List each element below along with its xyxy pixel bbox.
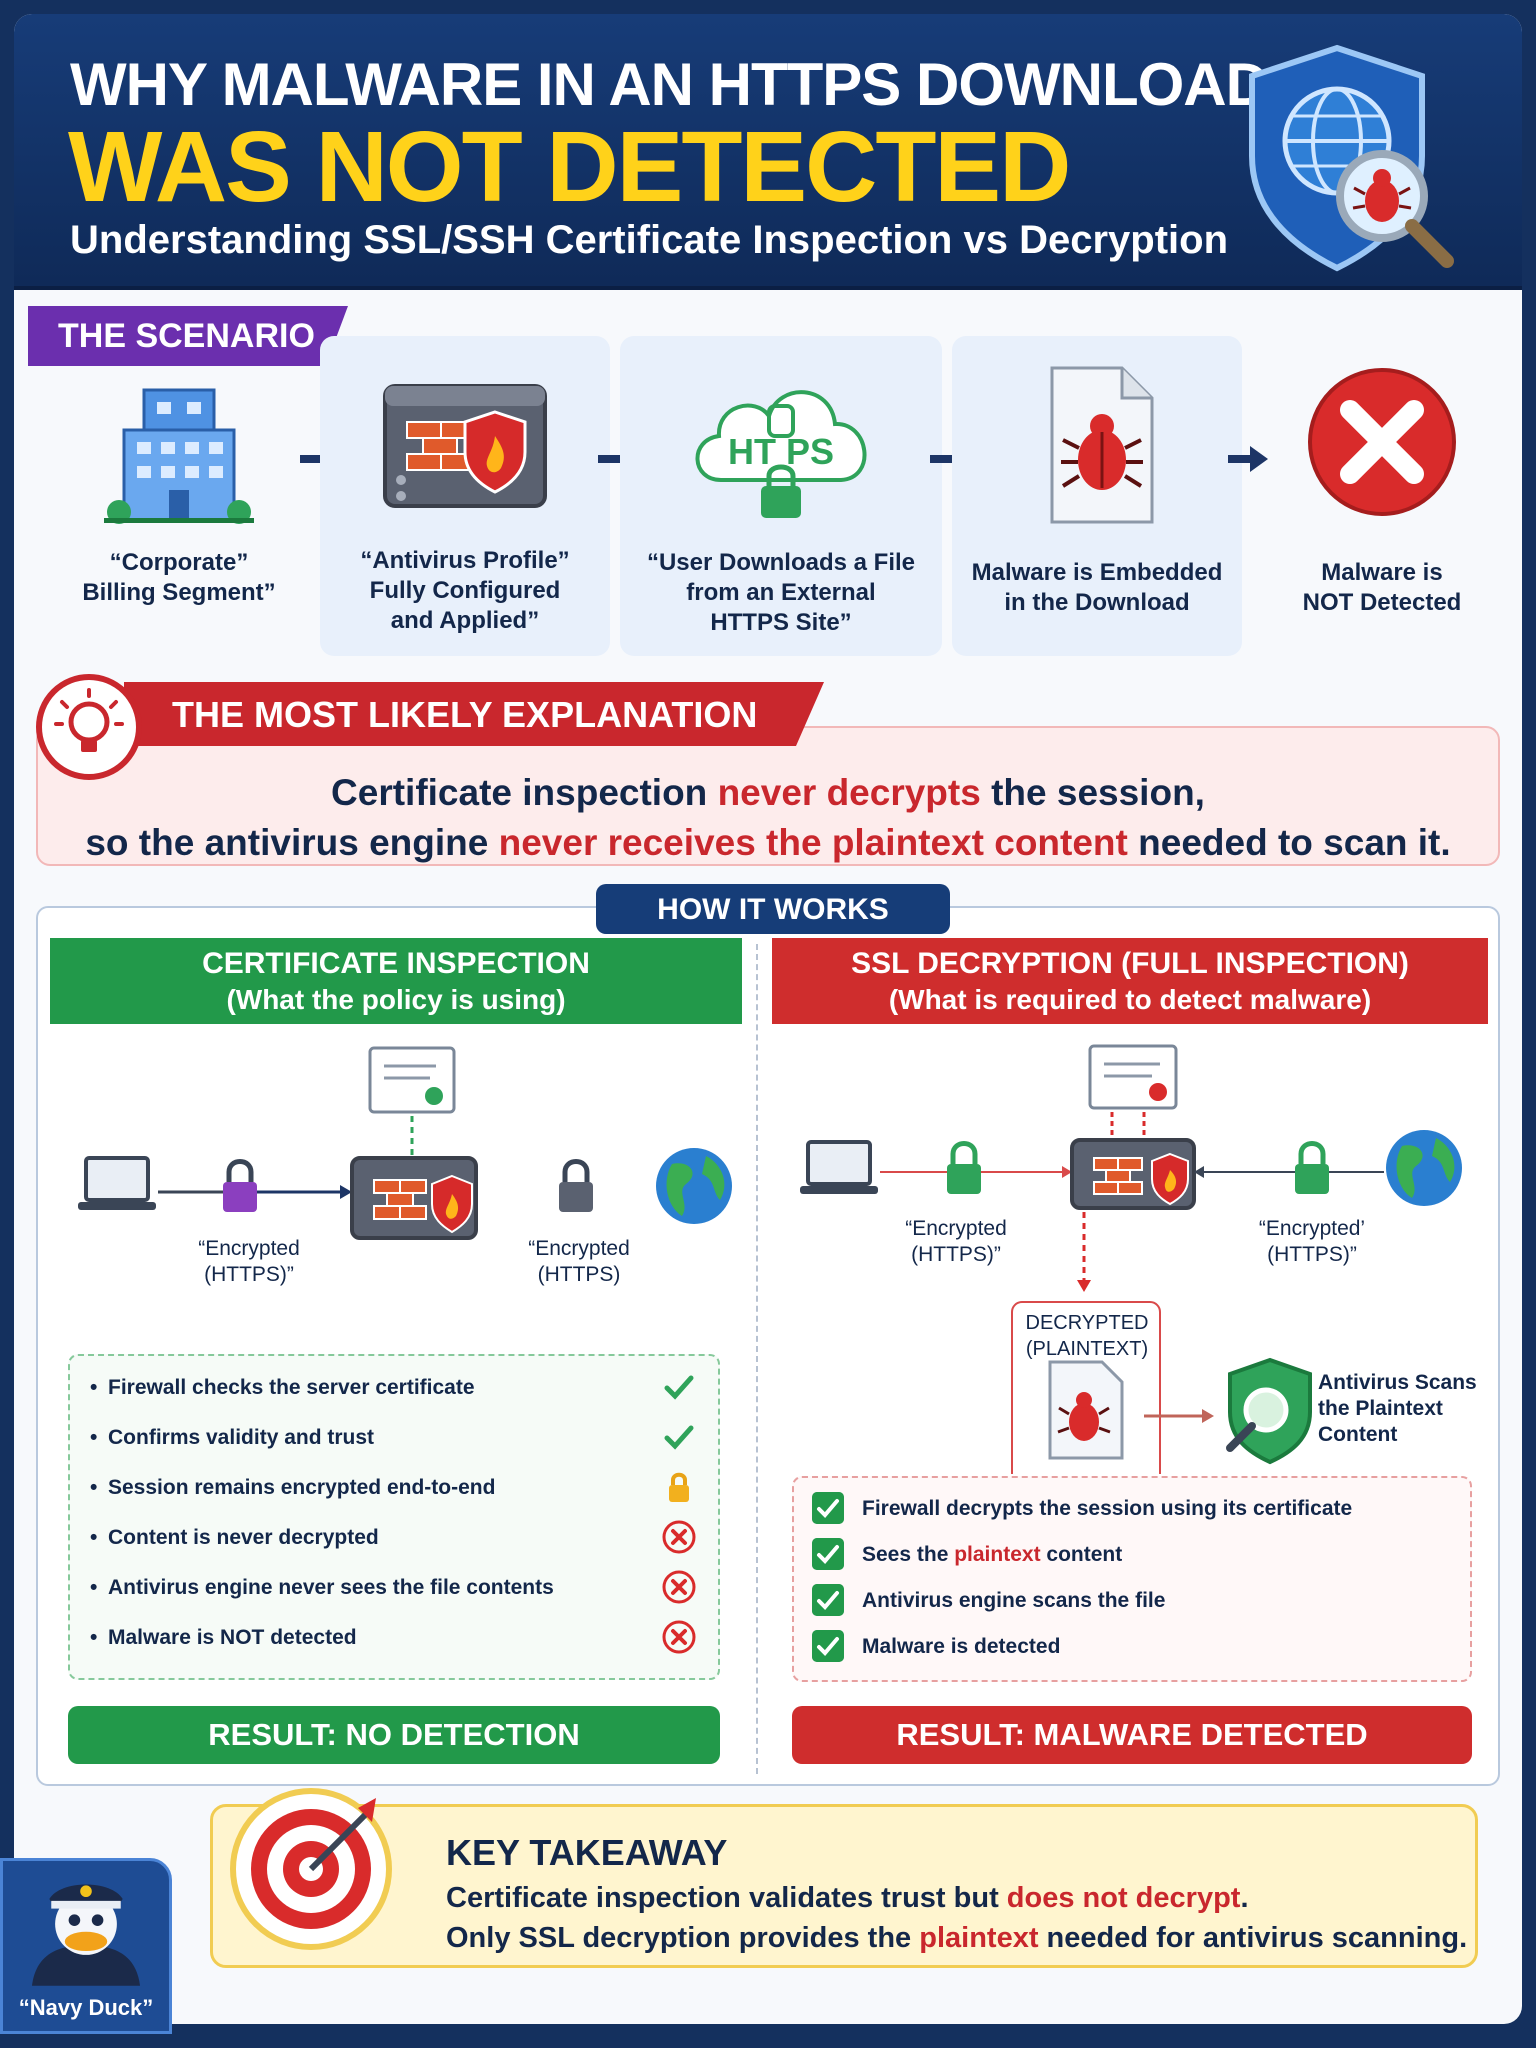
duck-mascot-icon bbox=[31, 1884, 141, 1986]
shield-magnifier-icon bbox=[1226, 1357, 1312, 1465]
ssl-decryption-list: Firewall decrypts the session using its … bbox=[792, 1476, 1472, 1682]
mascot-badge: “Navy Duck” bbox=[0, 1858, 172, 2034]
encrypted-label: “Encrypted(HTTPS)” bbox=[905, 1217, 1007, 1266]
title-line-1: WHY MALWARE IN AN HTTPS DOWNLOAD bbox=[70, 51, 1269, 118]
padlock-icon bbox=[223, 1159, 257, 1212]
explanation-box: Certificate inspection never decrypts th… bbox=[36, 726, 1500, 866]
padlock-icon bbox=[1295, 1141, 1329, 1194]
result-no-detection: RESULT: NO DETECTION bbox=[68, 1706, 720, 1764]
list-item: •Content is never decrypted bbox=[70, 1518, 718, 1558]
encrypted-label: “Encrypted(HTTPS) bbox=[528, 1237, 630, 1286]
red-x-icon bbox=[1308, 368, 1456, 516]
infographic: WHY MALWARE IN AN HTTPS DOWNLOAD WAS NOT… bbox=[14, 14, 1522, 2024]
padlock-icon bbox=[559, 1159, 593, 1212]
scenario-tag: THE SCENARIO bbox=[28, 306, 348, 366]
header: WHY MALWARE IN AN HTTPS DOWNLOAD WAS NOT… bbox=[14, 14, 1522, 290]
explanation-line-2: so the antivirus engine never receives t… bbox=[85, 822, 1451, 863]
how-it-works-tag: HOW IT WORKS bbox=[596, 884, 950, 934]
firewall-icon bbox=[1070, 1138, 1196, 1210]
ssl-decryption-header: SSL DECRYPTION (FULL INSPECTION) (What i… bbox=[772, 938, 1488, 1024]
column-title: SSL DECRYPTION (FULL INSPECTION) bbox=[851, 947, 1409, 980]
list-item: •Session remains encrypted end-to-end bbox=[70, 1468, 718, 1508]
building-icon bbox=[104, 388, 254, 524]
lightbulb-icon bbox=[36, 674, 142, 780]
list-item: Malware is detected bbox=[794, 1626, 1470, 1666]
ssl-decryption-diagram bbox=[800, 1044, 1462, 1474]
check-box-icon bbox=[812, 1538, 844, 1570]
infected-file-icon bbox=[1048, 1360, 1124, 1460]
mascot-label: “Navy Duck” bbox=[18, 1995, 154, 2020]
certificate-inspection-header: CERTIFICATE INSPECTION (What the policy … bbox=[50, 938, 742, 1024]
key-takeaway-box bbox=[210, 1804, 1478, 1968]
encrypted-label: “Encrypted’(HTTPS)” bbox=[1258, 1217, 1366, 1266]
list-item: Antivirus engine scans the file bbox=[794, 1580, 1470, 1620]
firewall-icon bbox=[350, 1156, 478, 1240]
x-circle-icon bbox=[662, 1570, 696, 1604]
lock-icon bbox=[669, 1472, 689, 1502]
list-item: •Antivirus engine never sees the file co… bbox=[70, 1568, 718, 1608]
column-subtitle: (What the policy is using) bbox=[226, 984, 566, 1015]
globe-icon bbox=[656, 1148, 732, 1224]
list-item: Sees the plaintext content bbox=[794, 1534, 1470, 1574]
check-box-icon bbox=[812, 1630, 844, 1662]
key-takeaway-title: KEY TAKEAWAY bbox=[446, 1832, 728, 1873]
decrypted-plaintext-label: DECRYPTED(PLAINTEXT) bbox=[1025, 1312, 1149, 1360]
list-item: •Confirms validity and trust bbox=[70, 1418, 718, 1458]
scenario-step-label: “Corporate”Billing Segment” bbox=[82, 549, 276, 606]
certificate-icon bbox=[368, 1046, 456, 1114]
scenario-step-building: “Corporate”Billing Segment” bbox=[54, 336, 304, 656]
check-box-icon bbox=[812, 1492, 844, 1524]
https-cloud-icon: HT PS bbox=[695, 390, 867, 518]
firewall-icon bbox=[383, 384, 547, 508]
globe-icon bbox=[1386, 1130, 1462, 1206]
list-item: Firewall decrypts the session using its … bbox=[794, 1488, 1470, 1528]
x-circle-icon bbox=[662, 1520, 696, 1554]
explanation-tag: THE MOST LIKELY EXPLANATION bbox=[124, 682, 824, 746]
key-takeaway-line-2: Only SSL decryption provides the plainte… bbox=[446, 1922, 1468, 1954]
check-box-icon bbox=[812, 1584, 844, 1616]
x-circle-icon bbox=[662, 1620, 696, 1654]
laptop-icon bbox=[78, 1156, 156, 1210]
arrow-right-icon bbox=[1228, 446, 1268, 472]
check-icon bbox=[664, 1375, 694, 1400]
check-icon bbox=[664, 1425, 694, 1450]
key-takeaway-line-1: Certificate inspection validates trust b… bbox=[446, 1882, 1249, 1914]
result-malware-detected: RESULT: MALWARE DETECTED bbox=[792, 1706, 1472, 1764]
certificate-icon bbox=[1088, 1044, 1178, 1110]
certificate-inspection-list: •Firewall checks the server certificate … bbox=[68, 1354, 720, 1680]
target-icon bbox=[230, 1788, 392, 1950]
column-divider bbox=[756, 944, 758, 1774]
list-item: •Malware is NOT detected bbox=[70, 1618, 718, 1658]
column-title: CERTIFICATE INSPECTION bbox=[202, 947, 590, 980]
column-subtitle: (What is required to detect malware) bbox=[888, 984, 1372, 1015]
subtitle: Understanding SSL/SSH Certificate Inspec… bbox=[70, 218, 1229, 262]
certificate-inspection-diagram bbox=[78, 1046, 732, 1240]
list-item: •Firewall checks the server certificate bbox=[70, 1368, 718, 1408]
title-line-2: WAS NOT DETECTED bbox=[68, 111, 1071, 223]
padlock-icon bbox=[947, 1141, 981, 1194]
encrypted-label: “Encrypted(HTTPS)” bbox=[198, 1237, 300, 1286]
infected-file-icon bbox=[1050, 366, 1154, 524]
explanation-line-1: Certificate inspection never decrypts th… bbox=[331, 772, 1205, 813]
shield-globe-bug-icon bbox=[1249, 44, 1454, 272]
laptop-icon bbox=[800, 1140, 878, 1194]
